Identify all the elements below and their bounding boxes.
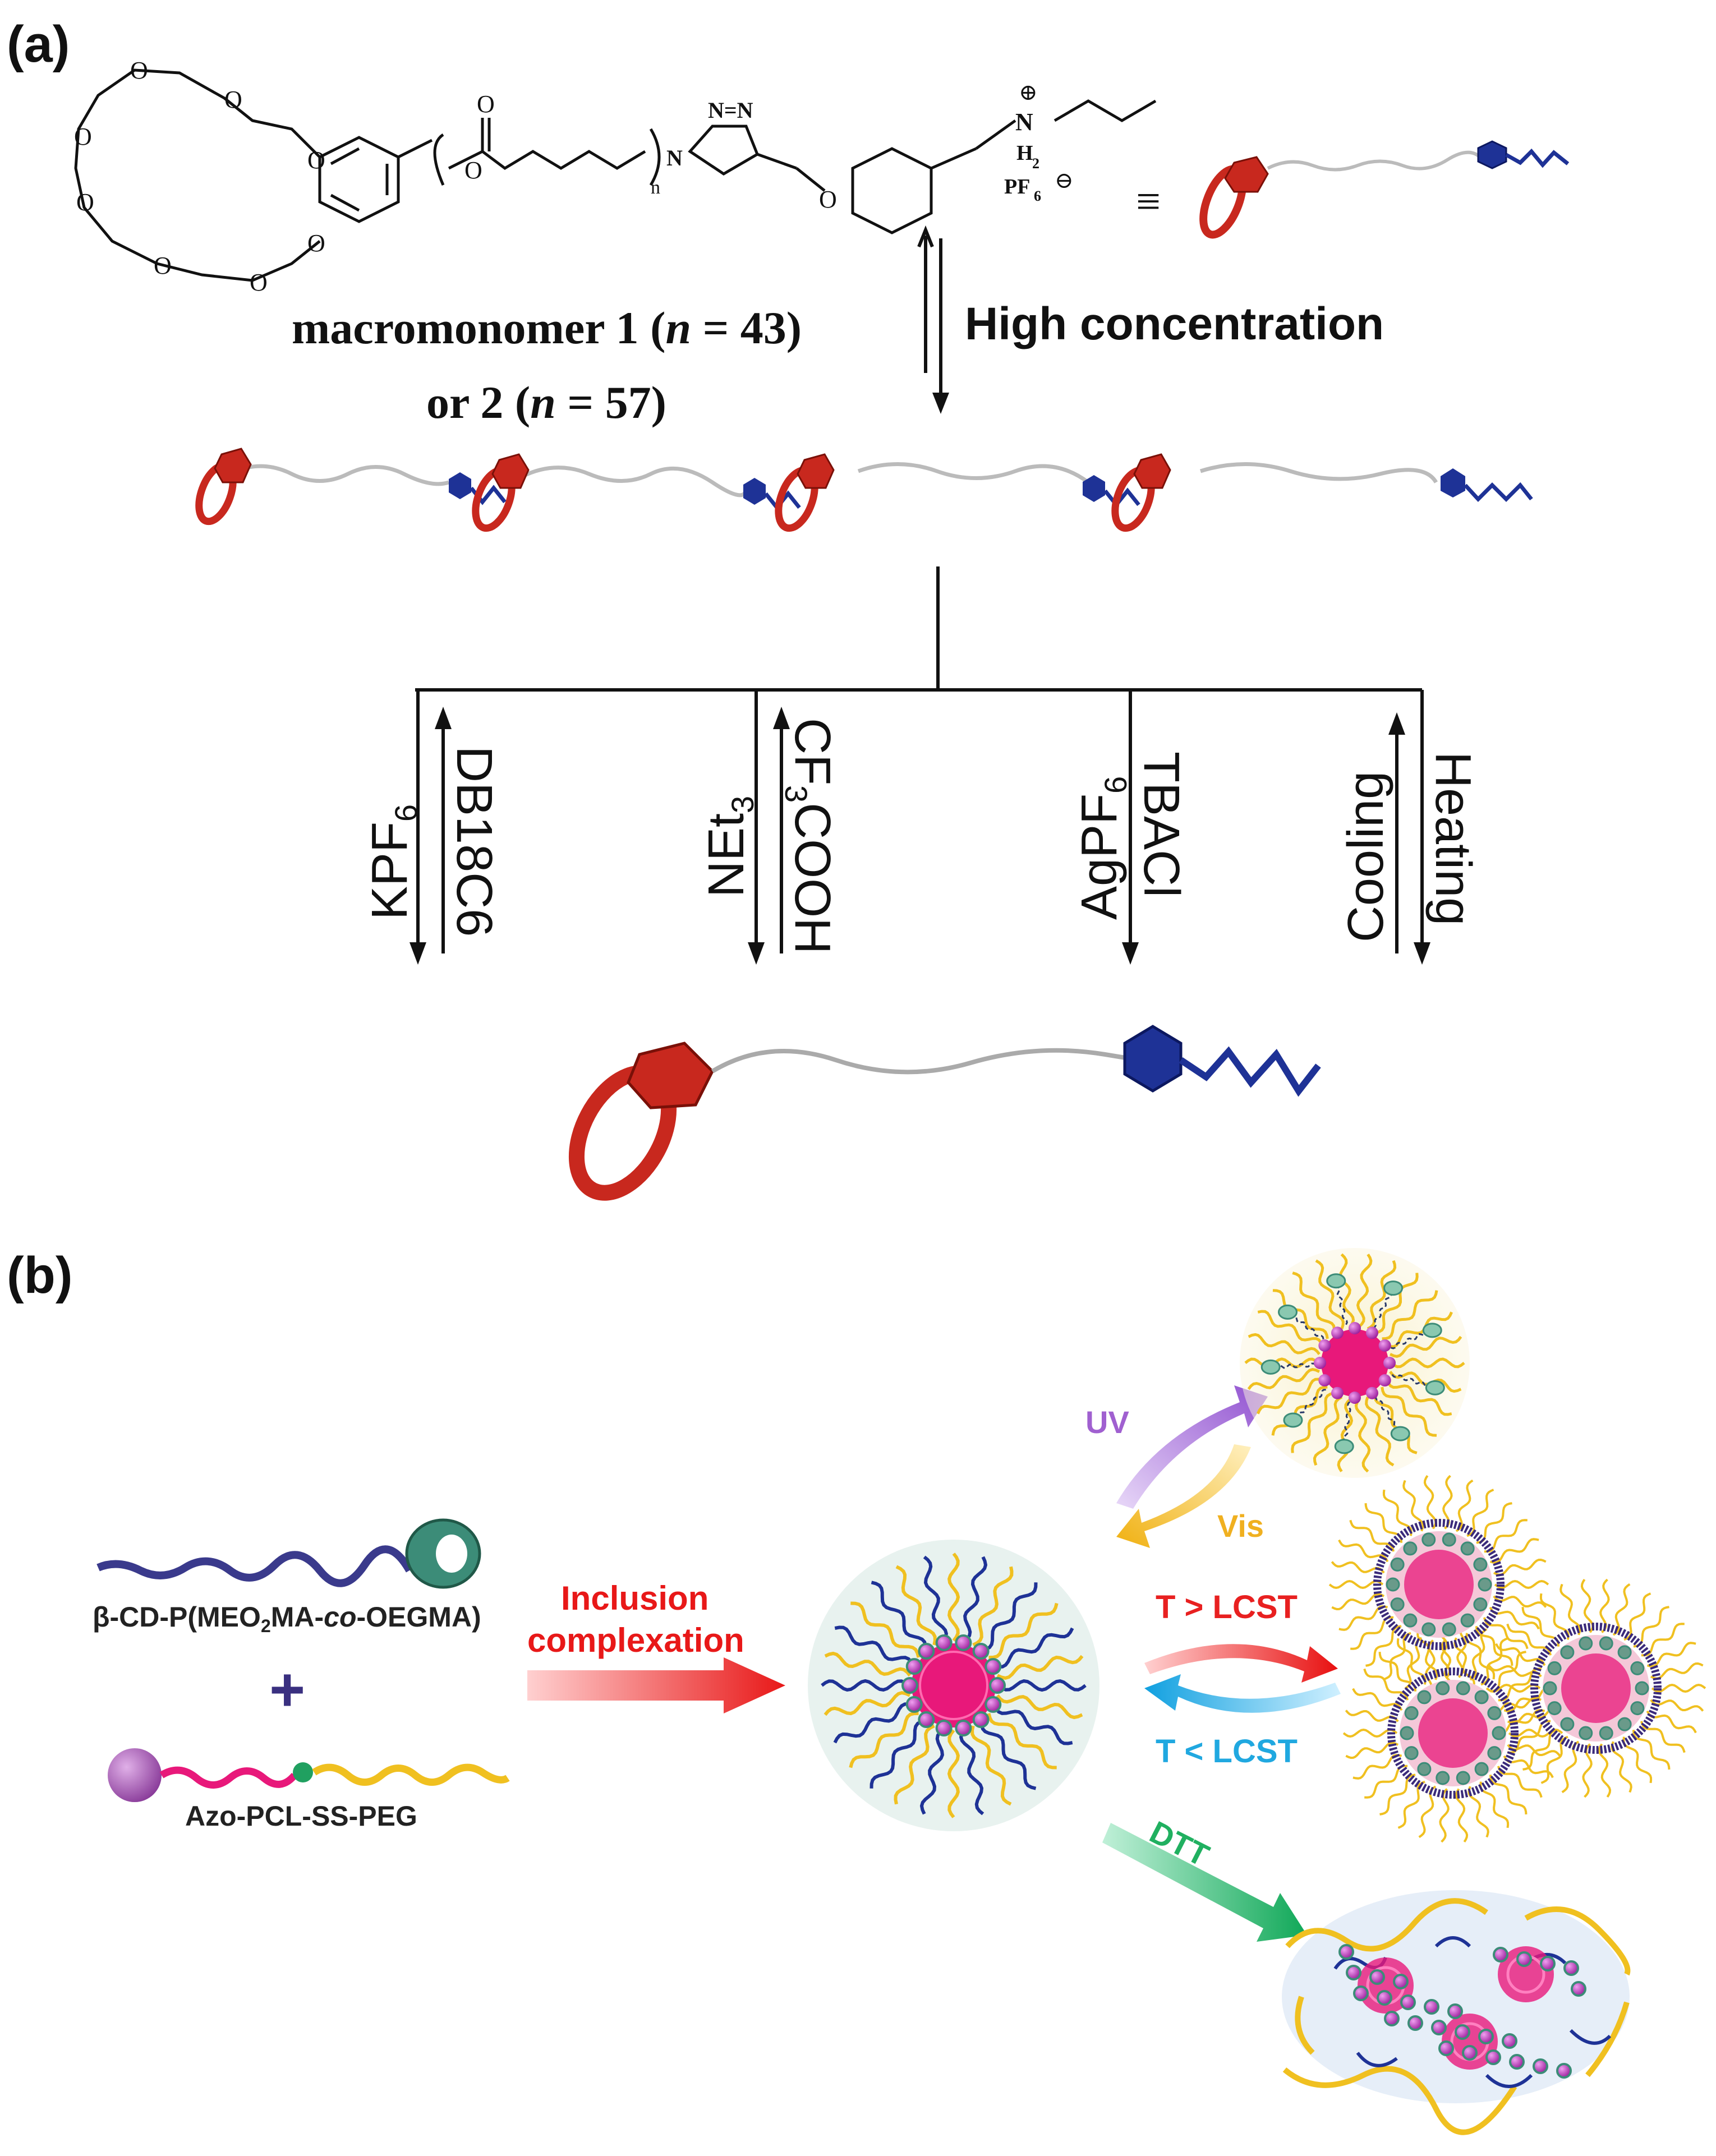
disassembled-aggregate (1282, 1890, 1631, 2135)
svg-text:2: 2 (1032, 155, 1039, 172)
svg-text:O: O (477, 90, 495, 118)
aggregated-micelles (1328, 1475, 1706, 1843)
panel-b-label: (b) (7, 1247, 72, 1304)
uv-irradiated-micelle (1240, 1248, 1470, 1478)
uv-vis-arrows (1116, 1385, 1268, 1548)
svg-text:6: 6 (1034, 188, 1041, 204)
high-concentration-label: High concentration (965, 298, 1384, 349)
stimulus-cf3cooh: CF3COOH (779, 718, 840, 954)
t-above-lcst-label: T > LCST (1156, 1589, 1298, 1625)
svg-text:O: O (224, 86, 242, 113)
svg-text:H: H (1016, 141, 1033, 165)
central-micelle (808, 1540, 1099, 1831)
svg-text:O: O (76, 188, 94, 216)
svg-text:PF: PF (1004, 175, 1030, 199)
stimuli-branch-lines (415, 566, 1422, 692)
svg-text:O: O (307, 229, 325, 257)
svg-text:⊕: ⊕ (1019, 80, 1038, 105)
macromonomer-caption-line1: macromonomer 1 (n = 43) (292, 302, 802, 353)
svg-text:⊖: ⊖ (1055, 168, 1074, 193)
beta-cd-polymer-cartoon (96, 1518, 481, 1589)
chem-atom-labels: O O O O O O O O O O O N=N N n N H 2 ⊕ PF… (74, 57, 1074, 296)
stimulus-pair-4: Cooling Heating (1338, 690, 1481, 965)
dtt-arrow (1102, 1823, 1307, 1942)
inclusion-label-line1: Inclusion (561, 1579, 709, 1617)
stimulus-agpf6: AgPF6 (1071, 776, 1133, 920)
large-monomer-cartoon (568, 1025, 1321, 1201)
svg-text:O: O (307, 146, 325, 174)
svg-text:O: O (74, 123, 92, 150)
lcst-arrows (1144, 1644, 1341, 1713)
uv-label: UV (1085, 1404, 1129, 1440)
svg-text:N: N (666, 145, 683, 171)
stimulus-kpf6: KPF6 (362, 804, 424, 920)
svg-text:N=N: N=N (708, 98, 753, 123)
stimulus-pair-3: AgPF6 TBACl (1071, 690, 1189, 965)
svg-text:O: O (250, 269, 268, 296)
azo-pcl-ss-peg-cartoon (108, 1748, 510, 1802)
equilibrium-arrow (917, 225, 949, 414)
svg-text:O: O (154, 252, 172, 279)
svg-text:n: n (651, 177, 660, 198)
stimulus-pair-1: KPF6 DB18C6 (362, 690, 502, 965)
stimulus-net3: NEt3 (698, 796, 760, 897)
t-below-lcst-label: T < LCST (1156, 1733, 1298, 1770)
stimulus-heating: Heating (1425, 752, 1481, 925)
supramolecular-polymer-chain (195, 448, 1533, 532)
equivalence-sign: ≡ (1136, 177, 1161, 225)
polymer1-label: β-CD-P(MEO2MA-co-OEGMA) (93, 1601, 481, 1636)
polymer2-label: Azo-PCL-SS-PEG (185, 1800, 417, 1832)
svg-text:O: O (819, 186, 837, 213)
monomer-cartoon (1199, 140, 1570, 239)
svg-text:O: O (464, 156, 482, 184)
svg-text:O: O (130, 57, 148, 84)
inclusion-label-line2: complexation (527, 1621, 744, 1659)
panel-a-label: (a) (7, 16, 70, 73)
stimulus-tbacl: TBACl (1133, 752, 1189, 897)
stimulus-cooling: Cooling (1338, 771, 1394, 942)
stimulus-pair-2: NEt3 CF3COOH (698, 690, 840, 965)
stimulus-db18c6: DB18C6 (446, 746, 502, 937)
inclusion-arrow (527, 1657, 785, 1713)
crown-ether-structure (74, 68, 1157, 282)
macromonomer-caption-line2: or 2 (n = 57) (426, 377, 666, 428)
vis-label: Vis (1217, 1508, 1264, 1544)
svg-text:N: N (1015, 108, 1033, 136)
plus-sign: + (269, 1655, 305, 1724)
